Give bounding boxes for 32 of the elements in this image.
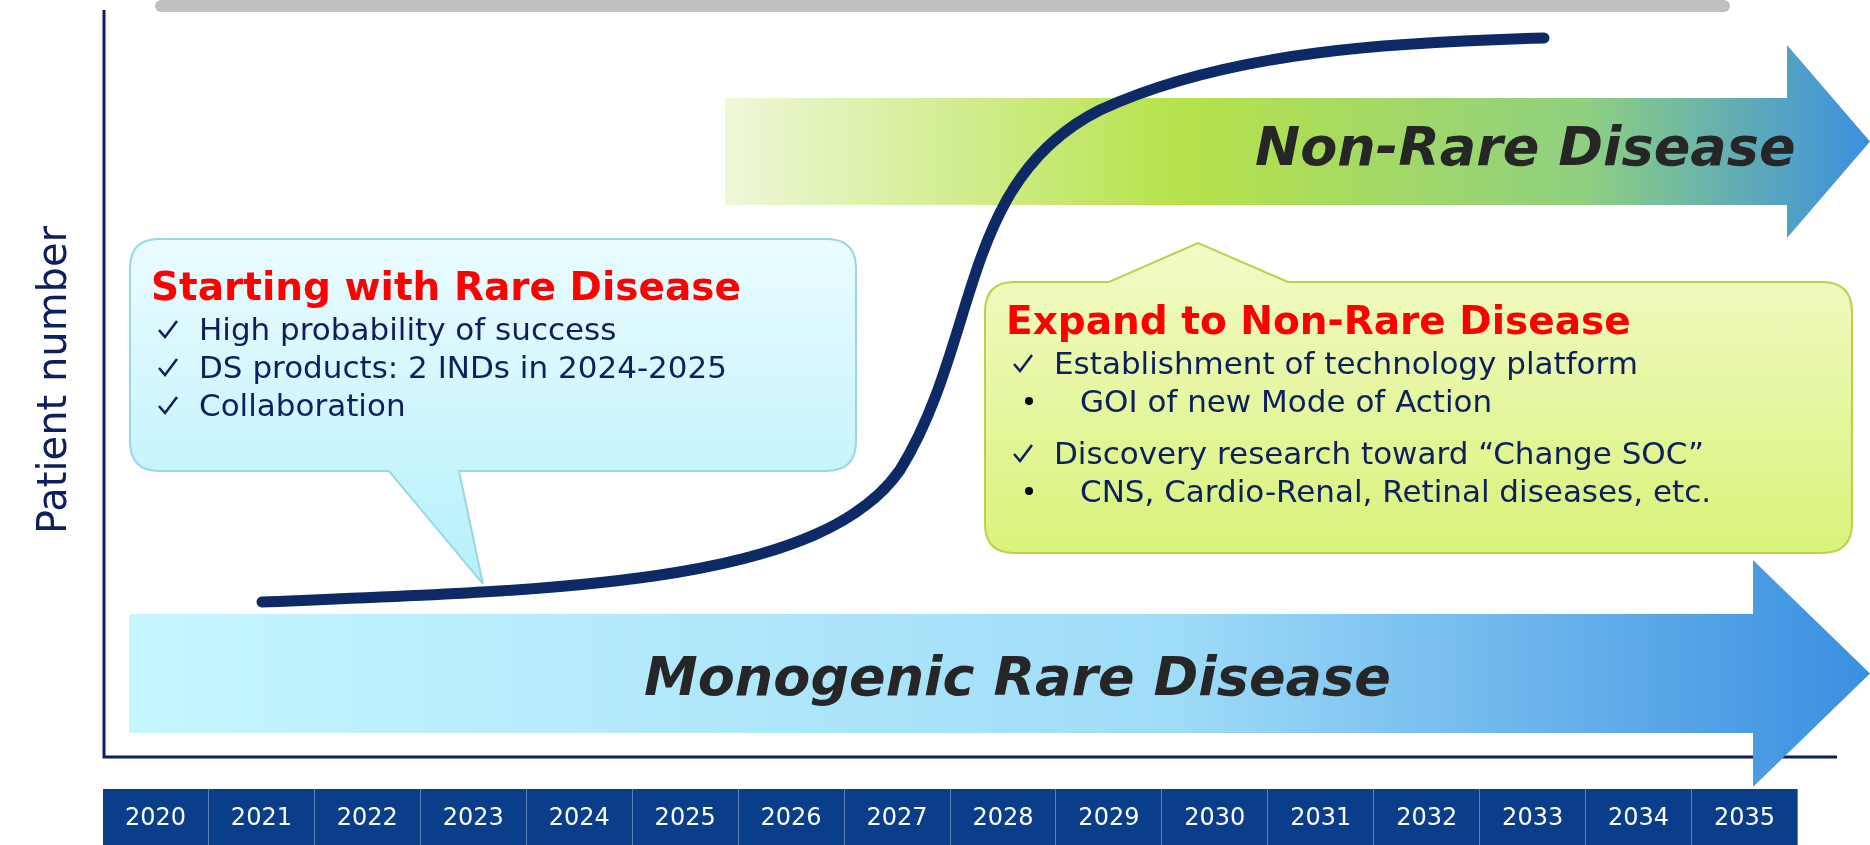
axis-title: Patient number [29,225,75,535]
list-item-text: Collaboration [199,387,406,423]
speech-bubble [129,238,858,584]
year-label: 2031 [1268,789,1375,845]
bubble-heading: Starting with Rare Disease [151,264,741,309]
list-item-text: Discovery research toward “Change SOC” [1054,435,1705,471]
bubble-heading: Expand to Non-Rare Disease [1006,298,1632,343]
year-label: 2026 [738,789,845,845]
year-label: 2028 [950,789,1057,845]
year-label: 2030 [1162,789,1269,845]
year-label: 2024 [526,789,633,845]
year-label: 2034 [1586,789,1693,845]
arrow-label: Non-Rare Disease [1255,115,1796,178]
list-item-text: CNS, Cardio-Renal, Retinal diseases, etc. [1080,473,1712,509]
year-label: 2027 [844,789,951,845]
list-item-text: DS products: 2 INDs in 2024-2025 [199,349,727,385]
list-item-text: Establishment of technology platform [1054,345,1638,381]
year-label: 2035 [1692,789,1798,845]
year-label: 2021 [208,789,315,845]
arrow-label: Monogenic Rare Disease [644,645,1391,708]
arrow-band [129,560,1870,787]
year-label: 2022 [314,789,421,845]
year-label: 2020 [103,789,209,845]
year-label: 2033 [1480,789,1587,845]
list-item-text: GOI of new Mode of Action [1080,383,1493,419]
speech-bubble [984,242,1854,554]
list-item-text: High probability of success [199,311,617,347]
year-label: 2029 [1056,789,1163,845]
year-label: 2025 [632,789,739,845]
arrow-band [725,45,1870,238]
year-label: 2032 [1374,789,1481,845]
year-label: 2023 [420,789,527,845]
